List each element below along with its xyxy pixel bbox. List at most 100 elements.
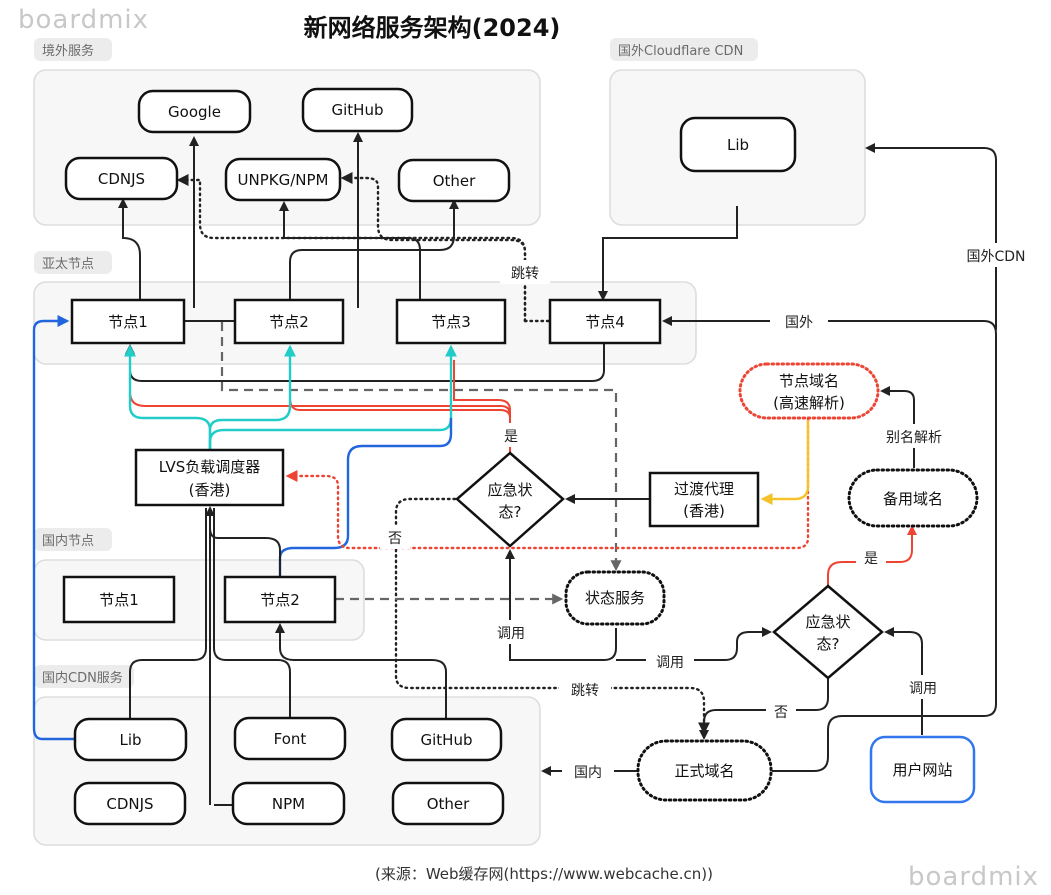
node-backup-domain-label: 备用域名	[883, 490, 943, 508]
node-other-overseas[interactable]: Other	[397, 158, 511, 203]
edge-backup-alias	[880, 386, 915, 468]
label-redirect-top: 跳转	[511, 266, 539, 282]
node-decision-1[interactable]: 应急状 态?	[455, 451, 565, 548]
edge-overseas-cdn	[865, 143, 997, 330]
label-overseas-cdn: 国外CDN	[966, 249, 1025, 265]
node-other-domestic-label: Other	[427, 795, 470, 813]
node-lvs-label-1: LVS负载调度器	[159, 458, 261, 476]
label-yes-2: 是	[864, 551, 878, 567]
node-other-overseas-label: Other	[433, 172, 476, 190]
edge-font-lvs	[213, 508, 291, 718]
node-github-domestic-label: GitHub	[421, 731, 473, 749]
node-decision-1-label-2: 态?	[499, 503, 522, 521]
edge-status-dec2	[616, 627, 772, 661]
edge-github-cnnode2	[275, 623, 447, 718]
node-node-domain-label-2: (高速解析)	[773, 394, 845, 412]
node-asia-3-label: 节点3	[431, 313, 471, 331]
label-redirect-bottom: 跳转	[571, 683, 599, 699]
node-github-overseas[interactable]: GitHub	[301, 87, 414, 133]
node-status-service[interactable]: 状态服务	[564, 570, 666, 626]
node-official-domain[interactable]: 正式域名	[636, 739, 773, 802]
node-cn-2-label: 节点2	[260, 591, 300, 609]
edge-node-status	[220, 322, 622, 572]
node-decision-1-label-1: 应急状	[487, 481, 532, 499]
edge-redirect-unpkg	[340, 172, 527, 323]
node-cdnjs-domestic[interactable]: CDNJS	[73, 781, 187, 826]
group-asia: 亚太节点	[33, 251, 697, 365]
node-lib-domestic-label: Lib	[119, 731, 141, 749]
edge-redirect-cdnjs	[176, 174, 527, 323]
node-transit-proxy[interactable]: 过渡代理 (香港)	[648, 471, 760, 528]
node-lvs-label-2: (香港)	[189, 481, 231, 499]
node-github-overseas-label: GitHub	[332, 101, 384, 119]
group-domestic-nodes-label: 国内节点	[42, 533, 94, 549]
node-asia-2[interactable]: 节点2	[233, 298, 345, 345]
node-lib-cloudflare[interactable]: Lib	[679, 116, 797, 173]
node-github-domestic[interactable]: GitHub	[390, 717, 503, 762]
node-asia-2-label: 节点2	[269, 313, 309, 331]
edge-cnnode2-node3	[278, 418, 453, 576]
node-lib-cloudflare-label: Lib	[727, 136, 749, 154]
node-cn-2[interactable]: 节点2	[223, 575, 337, 624]
group-domestic-cdn-label: 国内CDN服务	[42, 670, 123, 686]
node-other-domestic[interactable]: Other	[391, 781, 505, 826]
edge-nodedomain-transit	[760, 420, 810, 505]
node-cdnjs-overseas[interactable]: CDNJS	[64, 156, 179, 201]
node-asia-3[interactable]: 节点3	[395, 298, 507, 345]
source-note: (来源：Web缓存网(https://www.webcache.cn))	[375, 865, 713, 883]
node-user-site[interactable]: 用户网站	[869, 735, 976, 804]
watermark-bottom: boardmix	[908, 862, 1039, 892]
node-npm[interactable]: NPM	[231, 781, 346, 826]
node-asia-4-label: 节点4	[585, 313, 625, 331]
node-transit-proxy-label-1: 过渡代理	[674, 480, 734, 498]
edge-cnlib-node1	[32, 315, 74, 741]
label-call-1: 调用	[497, 626, 525, 642]
node-status-service-label: 状态服务	[585, 589, 645, 607]
node-unpkg[interactable]: UNPKG/NPM	[224, 157, 342, 202]
node-decision-2-label-2: 态?	[817, 635, 840, 653]
label-domestic-in: 国内	[574, 765, 602, 781]
node-decision-2[interactable]: 应急状 态?	[772, 584, 884, 680]
node-asia-1[interactable]: 节点1	[70, 298, 186, 345]
node-node-domain[interactable]: 节点域名 (高速解析)	[738, 362, 880, 420]
edge-lvs-node1	[124, 344, 212, 452]
edge-official-node4	[662, 316, 997, 772]
node-google[interactable]: Google	[137, 89, 252, 134]
node-cdnjs-overseas-label: CDNJS	[98, 170, 145, 188]
label-overseas-in: 国外	[785, 315, 813, 331]
node-cn-1[interactable]: 节点1	[62, 575, 176, 624]
edge-cnnode2-lvs	[209, 527, 281, 576]
group-cloudflare-label: 国外Cloudflare CDN	[618, 44, 743, 59]
node-lib-domestic[interactable]: Lib	[73, 717, 188, 762]
node-lvs[interactable]: LVS负载调度器 (香港)	[134, 448, 285, 507]
node-asia-1-label: 节点1	[108, 313, 148, 331]
node-npm-label: NPM	[272, 795, 305, 813]
label-no-2: 否	[774, 705, 788, 721]
node-cdnjs-domestic-label: CDNJS	[106, 795, 153, 813]
label-no-1: 否	[388, 531, 402, 547]
node-backup-domain[interactable]: 备用域名	[847, 468, 979, 528]
node-font-label: Font	[274, 730, 307, 748]
group-overseas-label: 境外服务	[42, 43, 94, 59]
edge-no1-official	[394, 497, 710, 735]
watermark-top: boardmix	[18, 5, 149, 35]
label-call-2: 调用	[656, 655, 684, 671]
page-title: 新网络服务架构(2024)	[304, 14, 561, 42]
node-transit-proxy-label-2: (香港)	[683, 502, 725, 520]
edge-lvs-node2	[208, 344, 296, 452]
node-node-domain-label-1: 节点域名	[779, 372, 839, 390]
edge-user-dec2	[884, 627, 923, 735]
group-asia-label: 亚太节点	[42, 257, 94, 272]
label-call-3: 调用	[909, 681, 937, 697]
node-google-label: Google	[168, 103, 221, 121]
node-user-site-label: 用户网站	[892, 761, 952, 779]
edge-cflib-node4	[598, 206, 738, 301]
node-decision-2-label-1: 应急状	[805, 613, 850, 631]
node-asia-4[interactable]: 节点4	[548, 298, 662, 345]
edge-cnlib-lvs	[129, 508, 207, 718]
label-alias: 别名解析	[886, 430, 942, 446]
label-yes-1: 是	[504, 429, 518, 445]
node-cn-1-label: 节点1	[99, 591, 139, 609]
node-font[interactable]: Font	[233, 716, 347, 761]
